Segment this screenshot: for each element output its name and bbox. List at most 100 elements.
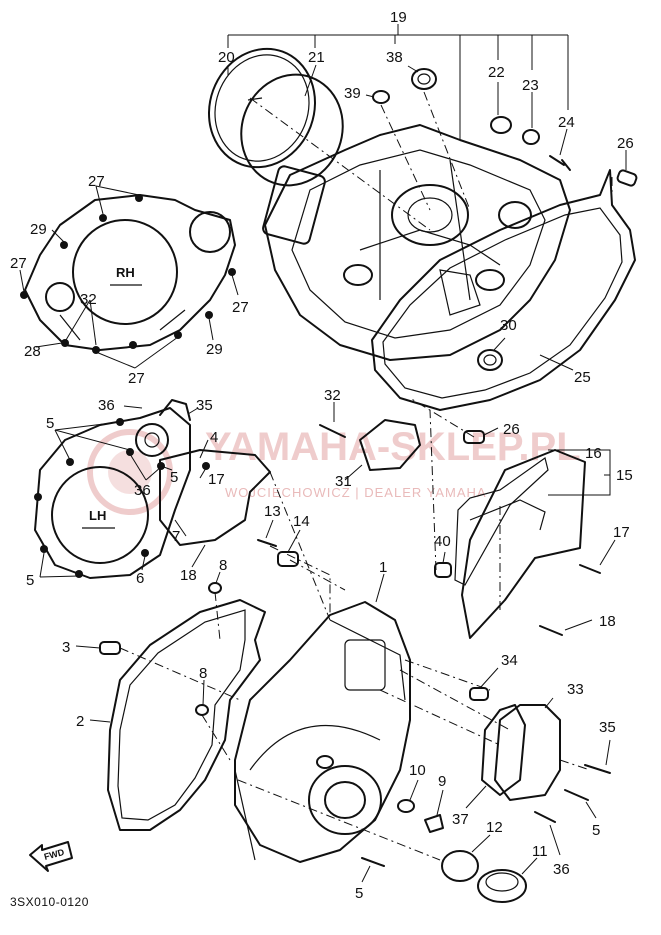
crankcase-cover-gasket <box>371 169 636 411</box>
callout-29-bottom: 29 <box>206 341 223 358</box>
lh-mark: LH <box>89 508 106 523</box>
bolt-13 <box>257 539 277 547</box>
callout-17-left: 17 <box>208 471 225 488</box>
callout-27-bottom: 27 <box>128 370 145 387</box>
callout-26-lower: 26 <box>503 421 520 438</box>
rh-cover: RH <box>24 194 236 351</box>
callout-39: 39 <box>344 85 361 102</box>
callout-32-lower: 32 <box>324 387 341 404</box>
callout-40: 40 <box>434 533 451 550</box>
callout-37: 37 <box>452 811 469 828</box>
dowel-34 <box>469 687 489 701</box>
crankcase-gasket-2 <box>107 599 266 831</box>
bolt-5-right <box>564 789 589 801</box>
callout-14: 14 <box>293 513 310 530</box>
callout-20: 20 <box>218 49 235 66</box>
bolt-18-right <box>539 625 563 636</box>
seal-39 <box>372 90 390 104</box>
callout-35-right: 35 <box>599 719 616 736</box>
o-ring-10 <box>397 799 415 813</box>
assembly-lines <box>119 91 613 861</box>
callout-36-lower: 36 <box>553 861 570 878</box>
callout-34: 34 <box>501 652 518 669</box>
forward-arrow-icon: FWD <box>29 841 73 872</box>
watermark-logo-ring <box>87 429 173 515</box>
filler-cap-11 <box>477 869 527 903</box>
lh-cover-bolts <box>34 418 210 578</box>
bolt-17-right <box>579 564 601 574</box>
callout-5-lower-left: 5 <box>26 572 34 589</box>
rh-mark: RH <box>116 265 135 280</box>
rh-cover-bolts <box>20 194 236 354</box>
washer-23 <box>522 129 540 145</box>
callout-23: 23 <box>522 77 539 94</box>
o-ring-8-upper <box>208 582 222 594</box>
callout-27-right: 27 <box>232 299 249 316</box>
callout-13: 13 <box>264 503 281 520</box>
callout-17-right: 17 <box>613 524 630 541</box>
callout-5-bottom: 5 <box>355 885 363 902</box>
callout-21: 21 <box>308 49 325 66</box>
callout-12: 12 <box>486 819 503 836</box>
dowel-26-upper <box>616 169 638 187</box>
gasket-37 <box>481 704 526 796</box>
callout-36-top: 36 <box>98 397 115 414</box>
callout-4: 4 <box>210 429 218 446</box>
callout-11: 11 <box>532 843 548 860</box>
callout-27-top: 27 <box>88 173 105 190</box>
callout-5-right: 5 <box>592 822 600 839</box>
bolt-32-lower <box>319 424 346 438</box>
oil-seal-38 <box>411 68 437 90</box>
watermark-main-text: YAMAHA-SKLEP.PL <box>205 425 581 469</box>
callout-15: 15 <box>616 467 633 484</box>
o-ring-12 <box>441 850 479 882</box>
callout-22: 22 <box>488 64 505 81</box>
callout-35-top: 35 <box>196 397 213 414</box>
callout-28: 28 <box>24 343 41 360</box>
callout-8-lower: 8 <box>199 665 207 682</box>
left-crankcase-cover <box>234 601 411 863</box>
breather-cover-31 <box>359 419 421 471</box>
bolt-36-right <box>534 811 556 823</box>
callout-18-right: 18 <box>599 613 616 630</box>
bolt-5-lower <box>361 857 385 867</box>
watermark-sub-text: WOJCIECHOWICZ | DEALER YAMAHA <box>225 485 487 500</box>
callout-25: 25 <box>574 369 591 386</box>
callout-7: 7 <box>172 528 180 545</box>
drawing-code: 3SX010-0120 <box>10 895 89 909</box>
watermark: YAMAHA-SKLEP.PL WOJCIECHOWICZ | DEALER Y… <box>87 425 581 515</box>
callout-27-left: 27 <box>10 255 27 272</box>
callout-10: 10 <box>409 762 426 779</box>
o-ring-8-lower <box>195 704 209 716</box>
callout-1: 1 <box>379 559 387 576</box>
callout-36-mid: 36 <box>134 482 151 499</box>
callout-26-upper: 26 <box>617 135 634 152</box>
cover-33 <box>494 704 561 801</box>
callout-2: 2 <box>76 713 84 730</box>
callout-19: 19 <box>390 9 407 26</box>
collar-40 <box>434 562 452 578</box>
sprocket-cover <box>454 449 586 639</box>
seal-30 <box>477 349 503 371</box>
watermark-logo-core <box>108 450 152 494</box>
plug-9 <box>424 814 444 833</box>
callout-32-rh: 32 <box>80 291 97 308</box>
callout-18-left: 18 <box>180 567 197 584</box>
inner-cover-plate <box>159 449 271 546</box>
bolt-24 <box>549 155 571 171</box>
callout-6: 6 <box>136 570 144 587</box>
collar-14 <box>277 551 299 567</box>
callout-5-upper-left: 5 <box>46 415 54 432</box>
callout-5-mid: 5 <box>170 469 178 486</box>
callout-16: 16 <box>585 445 602 462</box>
callout-9: 9 <box>438 773 446 790</box>
dowel-3 <box>99 641 121 655</box>
right-crankcase-cover <box>262 124 571 361</box>
callout-33: 33 <box>567 681 584 698</box>
callout-24: 24 <box>558 114 575 131</box>
callout-29-left: 29 <box>30 221 47 238</box>
callout-38: 38 <box>386 49 403 66</box>
callout-3: 3 <box>62 639 70 656</box>
bolt-35-right <box>584 764 611 774</box>
